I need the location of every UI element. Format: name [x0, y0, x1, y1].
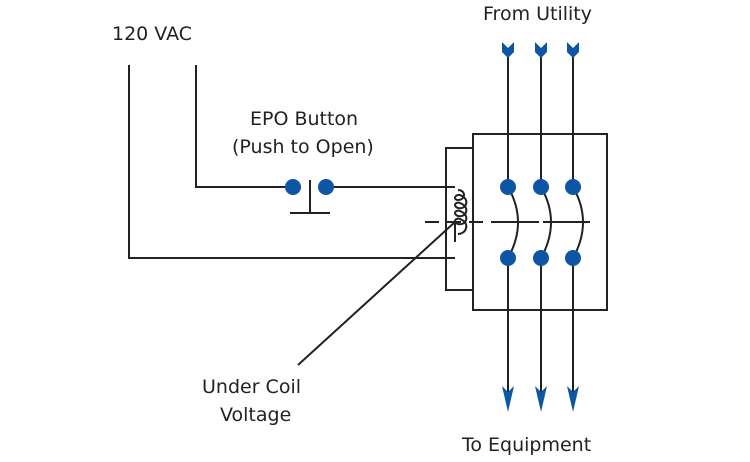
coil-pointer-line — [297, 221, 456, 366]
label-epo-button: EPO Button — [250, 108, 358, 130]
arrow-out-icon — [535, 386, 547, 412]
epo-contact-right — [318, 179, 334, 195]
arrow-in-icon — [567, 42, 579, 58]
undervoltage-coil — [297, 147, 473, 366]
label-push-to-open: (Push to Open) — [232, 136, 374, 158]
arrow-out-icon — [567, 386, 579, 412]
label-under-coil: Under Coil — [202, 376, 301, 398]
power-poles — [500, 42, 590, 412]
epo-contact-left — [285, 179, 301, 195]
arrow-in-icon — [535, 42, 547, 58]
arrow-in-icon — [502, 42, 514, 58]
control-wiring — [128, 65, 455, 259]
label-voltage: Voltage — [220, 404, 291, 426]
pole-1 — [500, 42, 519, 412]
label-to-equipment: To Equipment — [461, 434, 591, 456]
label-from-utility: From Utility — [483, 3, 592, 25]
pole-2 — [533, 42, 552, 412]
label-120vac: 120 VAC — [112, 23, 192, 45]
arrow-out-icon — [502, 386, 514, 412]
pole-3 — [565, 42, 584, 412]
